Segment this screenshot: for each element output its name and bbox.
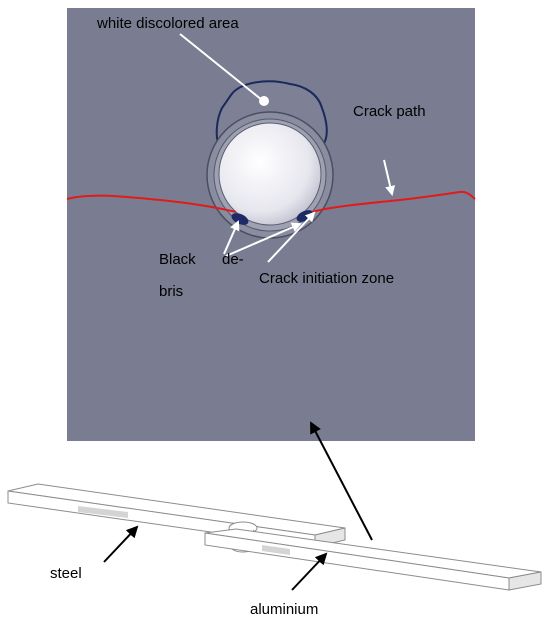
label-crack-path: Crack path xyxy=(353,103,426,120)
steel-arrow xyxy=(103,525,139,563)
label-aluminium: aluminium xyxy=(250,601,319,618)
discolored-area-leader xyxy=(179,33,263,101)
label-black-debris-line2: bris xyxy=(159,283,184,300)
crack-path-arrow xyxy=(383,159,396,196)
aluminium-arrow xyxy=(291,552,328,591)
zoom-connector-arrow xyxy=(310,421,373,541)
aluminium-plate xyxy=(204,528,542,591)
crack-path-line xyxy=(66,190,476,213)
label-black-debris-hyphen: de- xyxy=(222,251,244,268)
label-steel: steel xyxy=(50,565,82,582)
black-debris-arrow-2 xyxy=(225,222,302,257)
black-debris-arrow-1 xyxy=(223,220,240,255)
discolored-area-dot xyxy=(259,96,269,106)
lap-joint-sketch xyxy=(7,421,542,591)
bolt-hole xyxy=(218,122,322,226)
label-black-debris-line1: Black xyxy=(159,251,196,268)
label-white-discolored-area: white discolored area xyxy=(97,15,239,32)
crack-initiation-arrow xyxy=(267,211,316,263)
zoomed-plate-view xyxy=(66,8,476,441)
label-crack-initiation-zone: Crack initiation zone xyxy=(259,270,395,287)
